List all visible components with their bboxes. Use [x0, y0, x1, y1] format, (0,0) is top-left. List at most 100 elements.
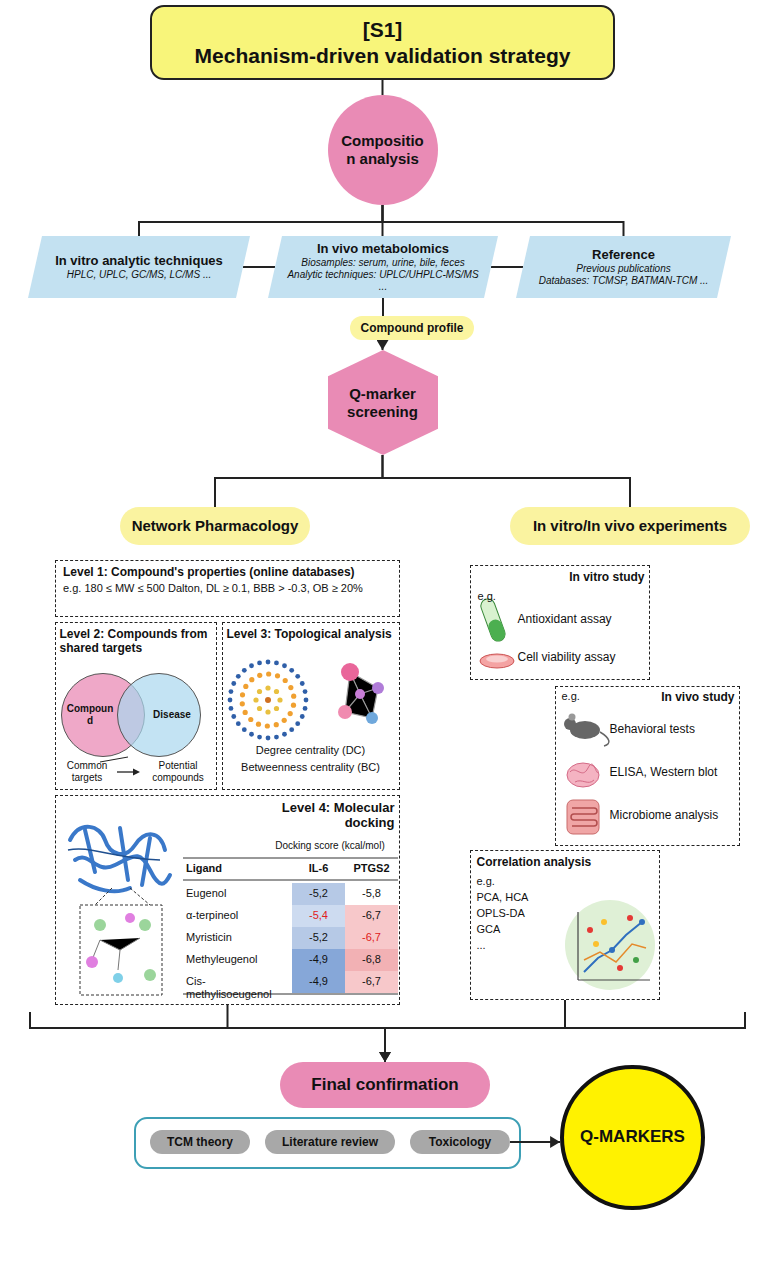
ligand-cell: Myristicin: [183, 927, 292, 949]
connector-arrow: [382, 340, 384, 350]
node-text: [S1]: [363, 17, 403, 42]
illustration: [68, 849, 160, 860]
node-text: In vivo study: [640, 690, 735, 704]
connector-line: [243, 266, 275, 268]
illustration: [92, 938, 140, 970]
score-cell: -5,2: [292, 883, 345, 905]
node-text: HPLC, UPLC, GC/MS, LC/MS ...: [67, 269, 211, 281]
score-cell: -6,8: [345, 949, 398, 971]
illustration: [283, 678, 288, 683]
node-text: Compound profile: [361, 321, 464, 335]
screening-hexagon: Q-marker screening: [328, 350, 438, 455]
label-pill: Compound profile: [350, 316, 474, 340]
label-pill: Final confirmation: [280, 1062, 490, 1108]
parallelogram-shape: [268, 236, 498, 298]
illustration: [242, 727, 247, 732]
illustration: [265, 685, 270, 690]
illustration: [265, 709, 270, 714]
illustration: [80, 880, 130, 891]
node-text: ...: [477, 939, 557, 952]
label-pill: In vitro/In vivo experiments: [510, 507, 750, 545]
illustration: [30, 1012, 745, 1028]
illustration: [257, 661, 262, 666]
node-text: Behavioral tests: [610, 722, 738, 736]
connector-line: [383, 455, 631, 507]
illustration: [341, 663, 359, 681]
illustration: [291, 703, 296, 708]
illustration: [300, 714, 305, 719]
illustration: [609, 947, 615, 953]
illustration: [338, 705, 352, 719]
illustration: [231, 681, 236, 686]
title-box: [S1]Mechanism-driven validation strategy: [150, 5, 615, 80]
node-text: Reference: [592, 247, 655, 263]
table-header: PTGS2: [345, 862, 398, 875]
hexagon-shape: [328, 350, 438, 455]
ligand-cell: α-terpineol: [183, 905, 292, 927]
illustration: [584, 944, 646, 962]
illustration: [565, 900, 655, 990]
illustration: [183, 858, 398, 994]
node-text: PCA, HCA: [477, 891, 557, 904]
node-text: Mechanism-driven validation strategy: [195, 43, 571, 68]
illustration: [277, 697, 282, 702]
illustration: [578, 912, 650, 980]
node-text: Level 4: Molecular docking: [230, 800, 395, 831]
illustration: [266, 660, 271, 665]
illustration: [486, 656, 508, 663]
score-cell: -5,4: [292, 905, 345, 927]
illustration: [486, 618, 507, 643]
node-text: Degree centrality (DC): [227, 744, 395, 757]
illustration: [282, 718, 287, 723]
node-text: Level 1: Compound's properties (online d…: [63, 565, 392, 579]
connector-line: [215, 455, 383, 507]
illustration: [304, 698, 309, 703]
table-caption: Docking score (kcal/mol): [262, 840, 398, 852]
illustration: [125, 913, 135, 923]
illustration: [257, 706, 262, 711]
illustration: [243, 684, 248, 689]
illustration: [601, 919, 607, 925]
illustration: [289, 727, 294, 732]
illustration: [242, 668, 247, 673]
source-parallelogram: In vitro analytic techniquesHPLC, UPLC, …: [28, 236, 250, 298]
illustration: [257, 673, 262, 678]
illustration: [303, 706, 308, 711]
illustration: [295, 674, 300, 679]
illustration: [243, 710, 248, 715]
node-text: e.g.: [562, 690, 602, 703]
illustration: [366, 712, 378, 724]
illustration: [248, 717, 253, 722]
illustration: [249, 732, 254, 737]
illustration: [587, 915, 645, 971]
node-text: Literature review: [282, 1135, 378, 1149]
section-box: In vitro studye.g.Antioxidant assayCell …: [470, 565, 650, 680]
illustration: [275, 673, 280, 678]
illustration: [113, 973, 123, 983]
connector-line: [139, 205, 383, 236]
table-header: IL-6: [292, 862, 345, 875]
score-cell: -6,7: [345, 971, 398, 993]
ligand-cell: Eugenol: [183, 883, 292, 905]
node-text: TCM theory: [167, 1135, 233, 1149]
illustration: [133, 769, 140, 776]
result-circle: Q-MARKERS: [560, 1065, 705, 1210]
illustration: [144, 969, 156, 981]
node-text: Final confirmation: [311, 1075, 458, 1095]
label-pill: Network Pharmacology: [120, 507, 310, 545]
illustration: [92, 938, 140, 970]
node-text: In vitro analytic techniques: [55, 253, 223, 269]
illustration: [95, 888, 150, 905]
node-text: Level 2: Compounds from shared targets: [60, 627, 212, 656]
illustration: [228, 698, 233, 703]
illustration: [80, 905, 162, 995]
connector-line: [491, 266, 523, 268]
illustration: [289, 668, 294, 673]
source-parallelogram: ReferencePrevious publicationsDatabases:…: [516, 236, 731, 298]
illustration: [274, 661, 279, 666]
node-text: Compound: [66, 703, 114, 727]
illustration: [256, 722, 261, 727]
illustration: [236, 721, 241, 726]
illustration: [265, 723, 270, 728]
level-box: Level 1: Compound's properties (online d…: [55, 560, 400, 617]
